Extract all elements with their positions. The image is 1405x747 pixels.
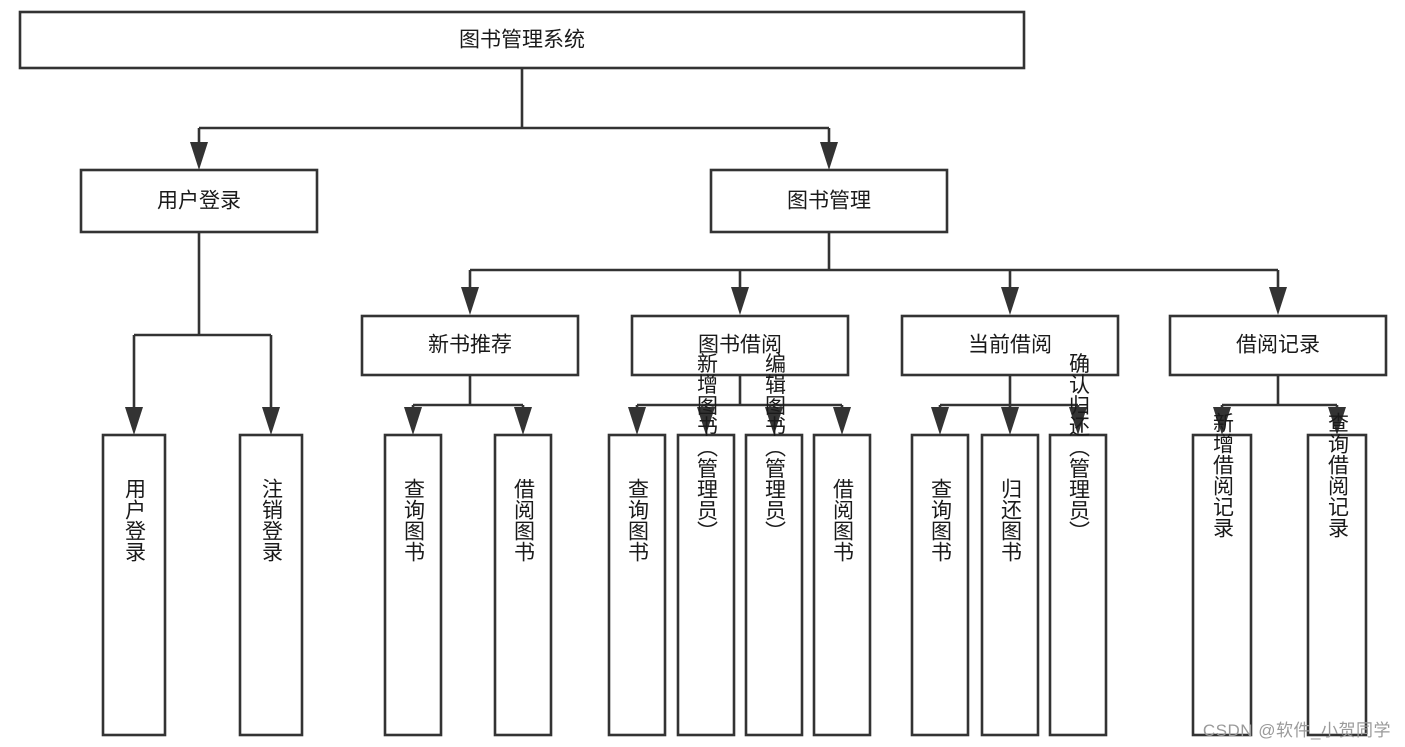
node-user-login[interactable]: 用户登录 <box>79 168 319 234</box>
node-leaf-add-book-label: 新增图书（管理员） <box>695 353 719 542</box>
arrow-head-leaf-borrow-book-2 <box>833 407 851 435</box>
node-borrow-record-box[interactable] <box>1168 314 1388 377</box>
node-leaf-query-book-3[interactable]: 查询图书 <box>910 433 970 737</box>
node-leaf-user-login[interactable]: 用户登录 <box>101 433 167 737</box>
node-book-management[interactable]: 图书管理 <box>709 168 949 234</box>
arrow-head-book-management <box>820 142 838 170</box>
node-leaf-logout[interactable]: 注销登录 <box>238 433 304 737</box>
node-leaf-query-book-2-label: 查询图书 <box>626 478 650 562</box>
node-leaf-edit-book-label: 编辑图书（管理员） <box>763 353 787 542</box>
node-leaf-add-record-box[interactable] <box>1191 433 1253 737</box>
node-new-book-recommend-box[interactable] <box>360 314 580 377</box>
node-leaf-borrow-book-2-label: 借阅图书 <box>831 478 855 562</box>
arrow-head-leaf-query-record <box>1328 407 1346 435</box>
arrow-head-current-borrow <box>1001 287 1019 315</box>
arrow-head-leaf-query-book-2 <box>628 407 646 435</box>
node-leaf-borrow-book-2[interactable]: 借阅图书 <box>812 433 872 737</box>
node-leaf-confirm-return-label: 确认归还（管理员） <box>1067 353 1091 542</box>
node-book-borrow[interactable]: 图书借阅 <box>630 314 850 377</box>
node-leaf-logout-label: 注销登录 <box>260 478 284 562</box>
node-leaf-query-book-1[interactable]: 查询图书 <box>383 433 443 737</box>
node-leaf-return-book[interactable]: 归还图书 <box>980 433 1040 737</box>
node-root[interactable]: 图书管理系统 <box>18 10 1026 70</box>
arrow-head-leaf-confirm-return <box>1069 407 1087 435</box>
node-current-borrow-label: 当前借阅 <box>968 334 1052 357</box>
node-leaf-borrow-book-1-box[interactable] <box>493 433 553 737</box>
node-current-borrow-box[interactable] <box>900 314 1120 377</box>
node-leaf-add-record[interactable]: 新增借阅记录 <box>1191 412 1253 737</box>
node-leaf-confirm-return-box[interactable] <box>1048 433 1108 737</box>
node-leaf-query-book-3-label: 查询图书 <box>929 478 953 562</box>
arrow-head-leaf-add-book <box>697 407 715 435</box>
node-leaf-query-record-box[interactable] <box>1306 433 1368 737</box>
arrow-head-borrow-record <box>1269 287 1287 315</box>
node-leaf-edit-book[interactable]: 编辑图书（管理员） <box>744 353 804 737</box>
node-new-book-recommend[interactable]: 新书推荐 <box>360 314 580 377</box>
arrow-head-user-login <box>190 142 208 170</box>
node-user-login-box[interactable] <box>79 168 319 234</box>
node-leaf-query-book-2-box[interactable] <box>607 433 667 737</box>
node-leaf-query-book-2[interactable]: 查询图书 <box>607 433 667 737</box>
node-leaf-borrow-book-1[interactable]: 借阅图书 <box>493 433 553 737</box>
node-root-label: 图书管理系统 <box>459 29 585 52</box>
node-book-management-label: 图书管理 <box>787 190 871 213</box>
node-leaf-edit-book-box[interactable] <box>744 433 804 737</box>
arrow-head-leaf-add-record <box>1213 407 1231 435</box>
node-leaf-borrow-book-2-box[interactable] <box>812 433 872 737</box>
node-root-box[interactable] <box>18 10 1026 70</box>
node-leaf-add-book-box[interactable] <box>676 433 736 737</box>
arrow-head-book-borrow <box>731 287 749 315</box>
arrow-head-leaf-logout <box>262 407 280 435</box>
arrow-head-leaf-return-book <box>1001 407 1019 435</box>
node-leaf-logout-box[interactable] <box>238 433 304 737</box>
node-book-borrow-box[interactable] <box>630 314 850 377</box>
arrow-head-leaf-edit-book <box>765 407 783 435</box>
node-new-book-recommend-label: 新书推荐 <box>428 334 512 357</box>
node-leaf-add-book[interactable]: 新增图书（管理员） <box>676 353 736 737</box>
arrow-head-leaf-borrow-book-1 <box>514 407 532 435</box>
node-leaf-user-login-box[interactable] <box>101 433 167 737</box>
arrow-head-leaf-query-book-3 <box>931 407 949 435</box>
node-current-borrow[interactable]: 当前借阅 <box>900 314 1120 377</box>
node-leaf-return-book-label: 归还图书 <box>999 478 1023 562</box>
connector-layer <box>125 68 1346 435</box>
node-leaf-return-book-box[interactable] <box>980 433 1040 737</box>
node-leaf-user-login-label: 用户登录 <box>123 478 147 562</box>
node-borrow-record[interactable]: 借阅记录 <box>1168 314 1388 377</box>
node-leaf-add-record-label: 新增借阅记录 <box>1211 412 1235 538</box>
node-leaf-query-book-1-box[interactable] <box>383 433 443 737</box>
node-leaf-query-book-1-label: 查询图书 <box>402 478 426 562</box>
node-book-borrow-label: 图书借阅 <box>698 334 782 357</box>
node-leaf-query-book-3-box[interactable] <box>910 433 970 737</box>
node-leaf-confirm-return[interactable]: 确认归还（管理员） <box>1048 353 1108 737</box>
node-book-management-box[interactable] <box>709 168 949 234</box>
node-borrow-record-label: 借阅记录 <box>1236 334 1320 357</box>
arrow-head-leaf-query-book-1 <box>404 407 422 435</box>
arrow-head-leaf-user-login <box>125 407 143 435</box>
node-leaf-query-record[interactable]: 查询借阅记录 <box>1306 412 1368 737</box>
node-leaf-query-record-label: 查询借阅记录 <box>1326 412 1350 538</box>
node-user-login-label: 用户登录 <box>157 190 241 213</box>
arrow-head-new-book-recommend <box>461 287 479 315</box>
node-leaf-borrow-book-1-label: 借阅图书 <box>512 478 536 562</box>
